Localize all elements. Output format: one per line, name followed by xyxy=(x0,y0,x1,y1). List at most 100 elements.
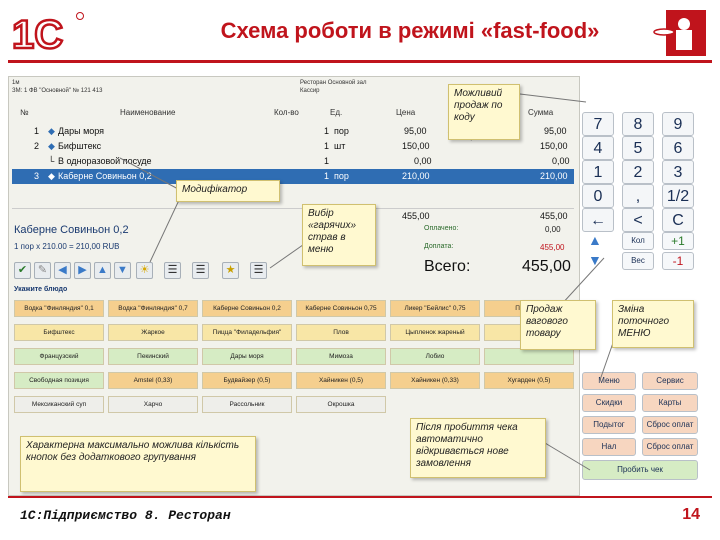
menu-item[interactable]: Пицца "Филадельфия" xyxy=(202,324,292,341)
arrow-right-icon[interactable]: ▶ xyxy=(74,262,91,279)
cards-button[interactable]: Карты xyxy=(642,394,698,412)
menu-item[interactable]: Дары моря xyxy=(202,348,292,365)
key-half[interactable]: 1/2 xyxy=(662,184,694,208)
col-name: Наименование xyxy=(120,108,176,117)
enter-icon[interactable]: ← xyxy=(582,208,614,232)
menu-item[interactable]: Цыпленок жареный xyxy=(390,324,480,341)
menu-item[interactable]: Водка "Финляндия" 0,1 xyxy=(14,300,104,317)
total-right: 455,00 xyxy=(540,211,568,221)
menu-item[interactable]: Плов xyxy=(296,324,386,341)
menu-item[interactable]: Харчо xyxy=(108,396,198,413)
selected-item-name: Каберне Совиньон 0,2 xyxy=(14,224,129,236)
row-qty: 1 xyxy=(324,171,330,181)
row-price: 0,00 xyxy=(414,156,432,166)
star-icon[interactable]: ★ xyxy=(222,262,239,279)
key-backspace[interactable]: < xyxy=(622,208,654,232)
table-row[interactable]: 1 ◆ Дары моря 1 пор 95,00 95,00 xyxy=(12,124,574,139)
service-button[interactable]: Сервис xyxy=(642,372,698,390)
check-icon[interactable]: ✔ xyxy=(14,262,31,279)
menu-item[interactable]: Французский xyxy=(14,348,104,365)
list-icon[interactable]: ☰ xyxy=(164,262,181,279)
menu-item[interactable]: Мимоза xyxy=(296,348,386,365)
menu-item[interactable]: Хайникен (0,5) xyxy=(296,372,386,389)
key-2[interactable]: 2 xyxy=(622,160,654,184)
key-clear[interactable]: C xyxy=(662,208,694,232)
key-3[interactable]: 3 xyxy=(662,160,694,184)
row-sum: 0,00 xyxy=(552,156,570,166)
list-icon[interactable]: ☰ xyxy=(250,262,267,279)
item-icon: ◆ xyxy=(48,126,55,136)
qty-plus-button[interactable]: +1 xyxy=(662,232,694,250)
menu-item[interactable]: Жаркое xyxy=(108,324,198,341)
arrow-up-icon[interactable]: ▲ xyxy=(94,262,111,279)
callout-menu-change: Зміна поточного МЕНЮ xyxy=(612,300,694,348)
menu-button[interactable]: Меню xyxy=(582,372,636,390)
table-row[interactable]: └ В одноразовой посуде 1 0,00 0,00 xyxy=(12,154,574,169)
col-price: Цена xyxy=(396,108,416,117)
menu-item[interactable]: Пекинский xyxy=(108,348,198,365)
qty-button[interactable]: Кол xyxy=(622,232,654,250)
menu-header: Укажите блюдо xyxy=(14,286,68,293)
list-icon[interactable]: ☰ xyxy=(192,262,209,279)
col-sum: Сумма xyxy=(528,108,554,117)
menu-item[interactable]: Хайникен (0,33) xyxy=(390,372,480,389)
menu-item[interactable]: Каберне Совиньон 0,75 xyxy=(296,300,386,317)
row-unit: пор xyxy=(334,126,349,136)
total-left: 455,00 xyxy=(402,211,430,221)
cash-button[interactable]: Нал xyxy=(582,438,636,456)
menu-item[interactable]: Лобио xyxy=(390,348,480,365)
print-receipt-button[interactable]: Пробить чек xyxy=(582,460,698,480)
arrow-down-icon[interactable]: ▼ xyxy=(114,262,131,279)
menu-item[interactable]: Окрошка xyxy=(296,396,386,413)
table-row[interactable]: 2 ◆ Бифштекс 1 шт 150,00 150,00 xyxy=(12,139,574,154)
chef-icon xyxy=(652,8,708,58)
paid-value: 0,00 xyxy=(545,225,561,234)
item-icon: ◆ xyxy=(48,171,55,181)
menu-item[interactable]: Мексиканский суп xyxy=(14,396,104,413)
weight-button[interactable]: Вес xyxy=(622,252,654,270)
reset-payments-button-2[interactable]: Сброс оплат xyxy=(642,438,698,456)
key-6[interactable]: 6 xyxy=(662,136,694,160)
row-price: 210,00 xyxy=(402,171,430,181)
subtotal-button[interactable]: Подытог xyxy=(582,416,636,434)
row-sum: 150,00 xyxy=(540,141,568,151)
key-0[interactable]: 0 xyxy=(582,184,614,208)
company-logo: 1С xyxy=(10,10,88,58)
hot-dishes-icon[interactable]: ☀ xyxy=(136,262,153,279)
menu-item[interactable]: Будвайзер (0,5) xyxy=(202,372,292,389)
callout-code-sale: Можливий продаж по коду xyxy=(448,84,520,140)
key-8[interactable]: 8 xyxy=(622,112,654,136)
menu-item[interactable]: Бифштекс xyxy=(14,324,104,341)
qty-minus-button[interactable]: -1 xyxy=(662,252,694,270)
callout-hot-dishes: Вибір «гарячих» страв в меню xyxy=(302,204,376,266)
key-5[interactable]: 5 xyxy=(622,136,654,160)
totals-row: 455,00 455,00 xyxy=(12,208,574,223)
table-row-selected[interactable]: 3 ◆ Каберне Совиньон 0,2 1 пор 210,00 21… xyxy=(12,169,574,184)
menu-item[interactable]: Каберне Совиньон 0,2 xyxy=(202,300,292,317)
reset-payments-button[interactable]: Сброс оплат xyxy=(642,416,698,434)
menu-item[interactable]: Amstel (0,33) xyxy=(108,372,198,389)
discounts-button[interactable]: Скидки xyxy=(582,394,636,412)
key-4[interactable]: 4 xyxy=(582,136,614,160)
row-price: 95,00 xyxy=(404,126,427,136)
row-num: 3 xyxy=(34,171,40,181)
arrow-left-icon[interactable]: ◀ xyxy=(54,262,71,279)
menu-item[interactable]: Хугарден (0,5) xyxy=(484,372,574,389)
menu-item[interactable]: Водка "Финляндия" 0,7 xyxy=(108,300,198,317)
row-price: 150,00 xyxy=(402,141,430,151)
row-sum: 210,00 xyxy=(540,171,568,181)
key-comma[interactable]: , xyxy=(622,184,654,208)
menu-item[interactable]: Свободная позиция xyxy=(14,372,104,389)
menu-item[interactable]: Рассольник xyxy=(202,396,292,413)
header-divider xyxy=(8,60,712,63)
slide-title: Схема роботи в режимі «fast-food» xyxy=(220,18,600,43)
arrow-up-icon[interactable]: ▲ xyxy=(588,232,602,248)
key-7[interactable]: 7 xyxy=(582,112,614,136)
edit-icon[interactable]: ✎ xyxy=(34,262,51,279)
row-num: 1 xyxy=(34,126,40,136)
key-1[interactable]: 1 xyxy=(582,160,614,184)
menu-item[interactable]: Ликер "Бейлис" 0,75 xyxy=(390,300,480,317)
row-name: Каберне Совиньон 0,2 xyxy=(58,171,152,181)
key-9[interactable]: 9 xyxy=(662,112,694,136)
col-unit: Ед. xyxy=(330,108,343,117)
